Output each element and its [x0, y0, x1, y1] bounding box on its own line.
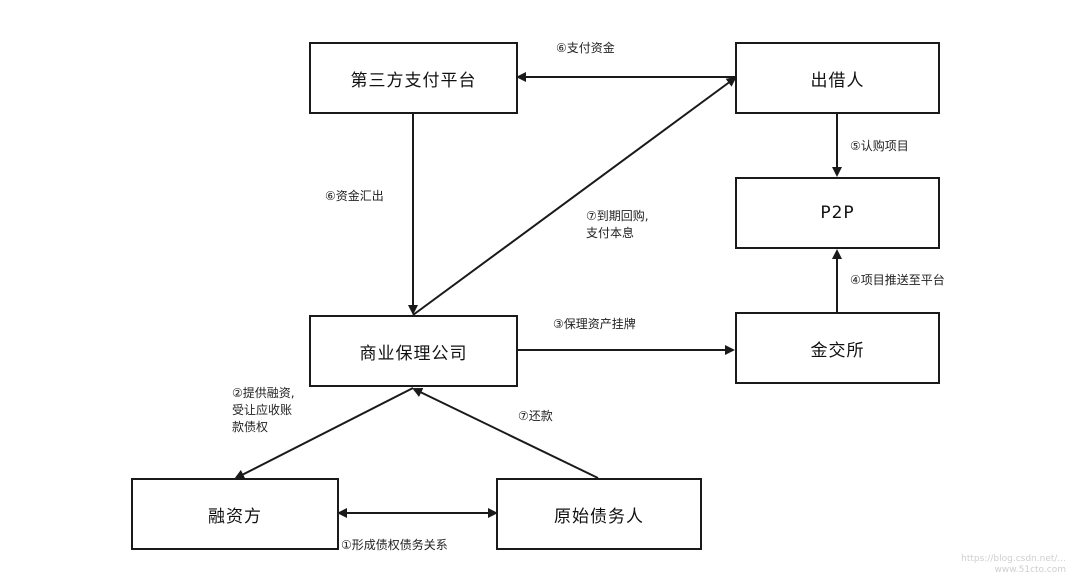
watermark: https://blog.csdn.net/... www.51cto.com: [961, 554, 1066, 575]
label-push-to-platform: ④项目推送至平台: [850, 273, 945, 287]
node-factoring-company: 商业保理公司: [309, 315, 518, 387]
node-original-debtor: 原始债务人: [496, 478, 702, 550]
node-third-party-payment: 第三方支付平台: [309, 42, 518, 114]
arrow-debtor-to-factoring: [412, 387, 599, 479]
node-lender: 出借人: [735, 42, 940, 114]
arrow-factoring-to-financing: [234, 387, 414, 479]
node-p2p: P2P: [735, 177, 940, 249]
label-provide-financing: ②提供融资, 受让应收账 款债权: [232, 386, 295, 434]
label-asset-listing: ③保理资产挂牌: [553, 317, 636, 331]
label-subscribe: ⑤认购项目: [850, 139, 909, 153]
label-repayment: ⑦还款: [518, 409, 553, 423]
arrow-factoring-to-lender: [412, 76, 737, 316]
node-financing-party: 融资方: [131, 478, 339, 550]
node-exchange: 金交所: [735, 312, 940, 384]
label-funds-out: ⑥资金汇出: [325, 189, 384, 203]
label-pay-funds: ⑥支付资金: [556, 41, 615, 55]
label-debt-relation: ①形成债权债务关系: [341, 538, 448, 552]
label-repurchase: ⑦到期回购, 支付本息: [586, 209, 649, 240]
